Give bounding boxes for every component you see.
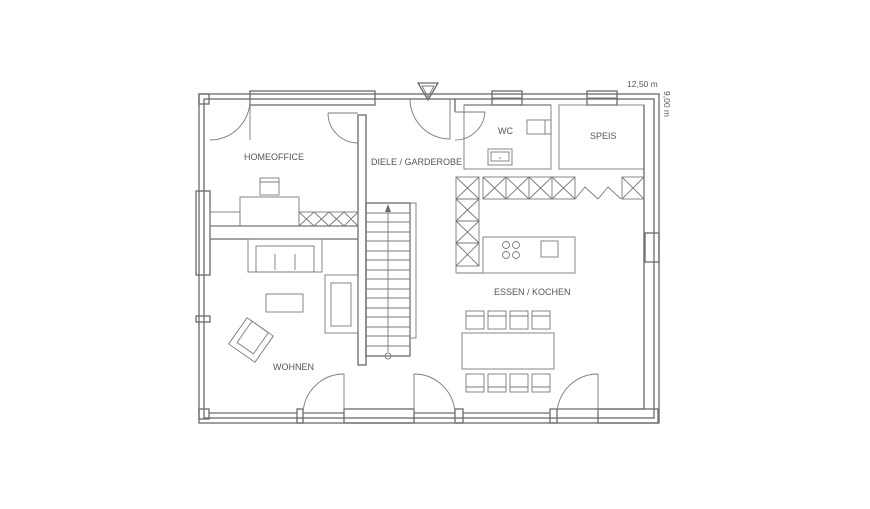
room-label-wc: WC — [498, 126, 513, 136]
door-swing-speis — [597, 186, 622, 200]
entrance-arrow-icon — [416, 82, 440, 102]
sideboard-inner — [330, 282, 352, 327]
dining-furniture — [461, 310, 555, 393]
corner-column — [198, 93, 210, 105]
door-swing-hall — [327, 112, 359, 144]
room-label-diele: DIELE / GARDEROBE — [371, 157, 462, 167]
dimension-depth: 9,00 m — [662, 91, 672, 117]
office-furniture — [209, 177, 359, 227]
room-label-essen: ESSEN / KOCHEN — [494, 287, 571, 297]
wc-washbasin — [487, 148, 513, 166]
south-wall-post — [454, 408, 464, 424]
doors — [209, 98, 622, 414]
door-swing-entrance — [409, 98, 451, 140]
dimension-labels: 12,50 m 9,00 m — [627, 79, 672, 117]
cooktop-burner — [502, 251, 510, 259]
cooktop-burner — [512, 251, 520, 259]
outer-wall-inner-line — [203, 98, 655, 419]
stair-start-marker — [384, 352, 392, 360]
kitchen-sink — [540, 240, 559, 258]
kitchen-tall-cabinets — [455, 176, 480, 267]
kitchen-units — [455, 176, 645, 274]
stair-arrow-icon — [385, 204, 391, 212]
door-swing-living — [302, 373, 345, 414]
armchair — [228, 317, 274, 363]
dimension-width: 12,50 m — [627, 79, 658, 89]
room-labels: HOMEOFFICE DIELE / GARDEROBE WC SPEIS ES… — [244, 126, 617, 372]
room-label-wohnen: WOHNEN — [273, 362, 314, 372]
kitchen-island — [482, 236, 576, 274]
corner-column — [198, 408, 210, 420]
door-swing-wc — [454, 111, 486, 141]
office-desk — [239, 196, 300, 227]
south-window-kitchen — [597, 408, 659, 424]
south-wall-post — [549, 408, 558, 424]
wc-fixtures — [487, 119, 552, 166]
staircase — [365, 202, 417, 360]
dining-table — [461, 332, 555, 370]
room-label-homeoffice: HOMEOFFICE — [244, 152, 304, 162]
office-shelf — [209, 211, 241, 227]
living-furniture — [228, 238, 359, 363]
cooktop-burner — [512, 241, 520, 249]
hall-west-wall — [357, 114, 367, 366]
entrance-arrow-inner — [421, 85, 435, 98]
office-cabinet — [298, 211, 359, 227]
north-window-office — [249, 90, 376, 106]
sofa — [247, 238, 323, 273]
door-swing-speis — [574, 186, 599, 200]
door-swing-hall-south — [413, 373, 456, 414]
west-window-small — [195, 315, 211, 323]
stair-handrail — [409, 202, 417, 339]
wc-room-outline — [463, 104, 552, 170]
cooktop-burner — [502, 241, 510, 249]
room-label-speis: SPEIS — [590, 131, 617, 141]
kitchen-corner-cabinet — [621, 176, 645, 200]
door-swing-office — [209, 99, 251, 141]
south-window-living — [343, 408, 415, 424]
sofa-seat — [255, 245, 315, 273]
sideboard — [324, 274, 359, 334]
wc-cistern — [526, 119, 552, 135]
coffee-table — [265, 293, 304, 313]
office-chair — [259, 177, 280, 196]
outer-wall-outline — [198, 93, 660, 424]
south-wall-post — [296, 408, 304, 424]
dining-chairs — [465, 310, 551, 393]
west-window — [195, 190, 211, 276]
entrance-marker — [416, 82, 440, 102]
east-window — [644, 232, 660, 263]
door-swing-kitchen — [556, 373, 599, 414]
